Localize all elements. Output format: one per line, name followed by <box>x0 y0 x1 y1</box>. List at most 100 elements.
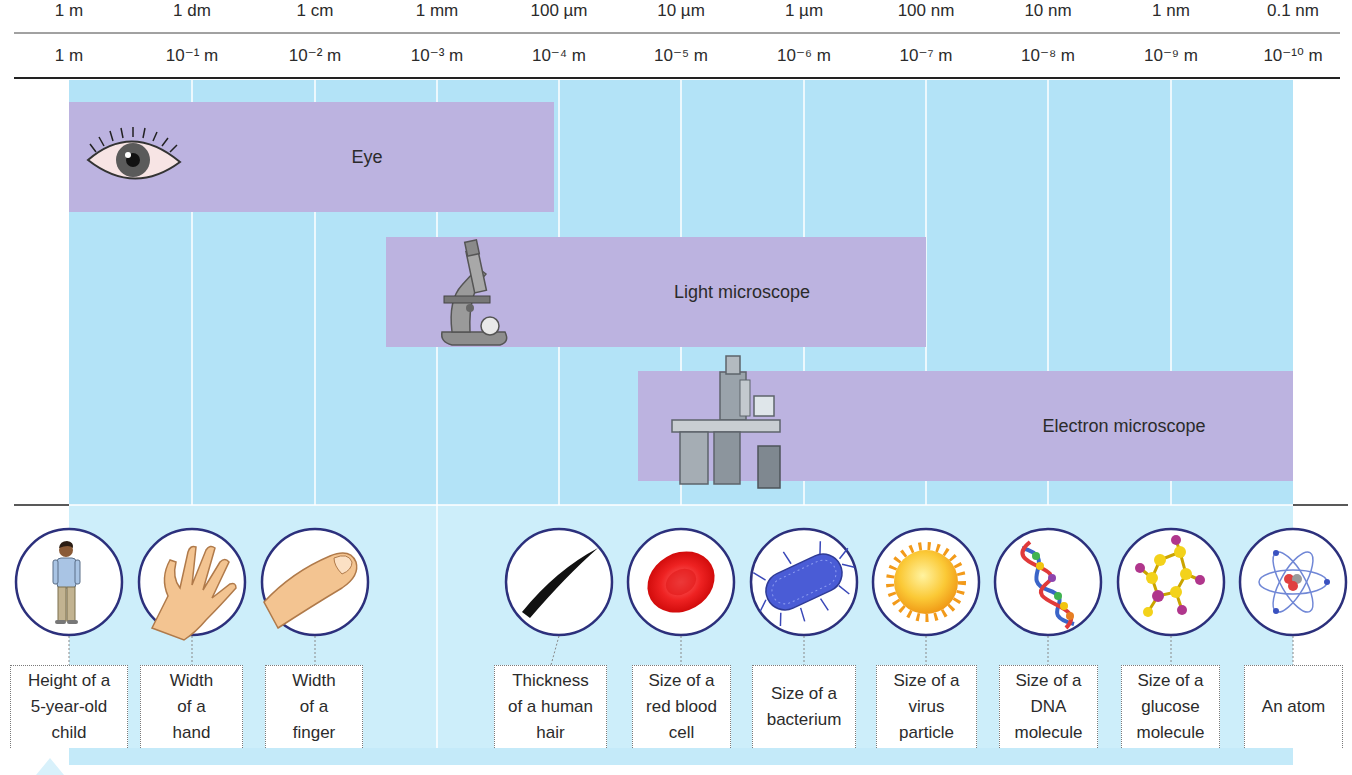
example-label: Width of a hand <box>162 668 221 746</box>
example-band <box>69 505 1293 765</box>
leader-line <box>1171 636 1172 665</box>
atom-nucleon <box>1288 581 1298 591</box>
scale-label: 10⁻⁵ m <box>611 45 751 67</box>
header-rule <box>14 77 1340 79</box>
example-label-box: Height of a 5-year-old child <box>10 665 128 748</box>
child-shoe <box>67 620 78 624</box>
example-label: Height of a 5-year-old child <box>19 668 120 746</box>
atom-nucleon <box>1284 574 1294 584</box>
bacterium-pili <box>742 527 868 637</box>
example-label-box: An atom <box>1244 665 1343 748</box>
scale-label: 10⁻⁴ m <box>489 45 629 67</box>
bacterium-texture <box>768 556 841 608</box>
glucose-icon <box>1135 535 1205 617</box>
rbc-body <box>636 539 726 624</box>
leader-lines <box>69 636 1293 665</box>
glucose-atom <box>1180 568 1192 580</box>
scale-label: 1 nm <box>1101 0 1241 22</box>
child-leg <box>58 587 66 621</box>
divider-line <box>14 504 69 506</box>
virus-body <box>894 550 958 614</box>
glucose-atom <box>1170 586 1182 598</box>
leader-line <box>551 636 559 665</box>
scale-label: 1 cm <box>245 0 385 22</box>
example-label-box: Size of a glucose molecule <box>1121 665 1220 748</box>
scale-label: 10⁻¹⁰ m <box>1223 45 1352 67</box>
glucose-atom <box>1135 563 1145 573</box>
child-shoe <box>55 620 66 624</box>
bacterium-body <box>760 548 849 616</box>
bacterium-icon <box>742 527 868 637</box>
scale-label: 10⁻¹ m <box>122 45 262 67</box>
scale-label: 1 m <box>0 45 139 67</box>
child-arm <box>53 560 58 584</box>
scale-label: 10 nm <box>978 0 1118 22</box>
atom-electron <box>1273 550 1279 556</box>
instrument-name: Electron microscope <box>1042 371 1205 481</box>
example-label: Width of a finger <box>285 668 344 746</box>
instrument-range-bar: Electron microscope <box>638 371 1293 481</box>
scale-label: 10⁻⁸ m <box>978 45 1118 67</box>
example-label: Size of a bacterium <box>762 681 847 733</box>
example-label: Thickness of a human hair <box>504 668 597 746</box>
glucose-atom <box>1146 572 1158 584</box>
finger-nail <box>334 556 352 574</box>
scale-label: 100 µm <box>489 0 629 22</box>
dna-strand <box>1022 548 1074 624</box>
instrument-range-bar: Eye <box>69 102 554 212</box>
example-label: Size of a DNA molecule <box>1006 668 1091 746</box>
dna-atom <box>1032 552 1040 560</box>
example-label-box: Size of a red blood cell <box>632 665 731 748</box>
child-hair <box>59 541 73 548</box>
leader-line <box>1048 636 1049 665</box>
instrument-name: Light microscope <box>674 237 810 347</box>
scale-label: 1 dm <box>122 0 262 22</box>
example-label-box: Size of a bacterium <box>752 665 856 748</box>
example-label-box: Size of a virus particle <box>876 665 977 748</box>
glucose-bonds <box>1140 540 1200 612</box>
scale-label: 10⁻⁶ m <box>734 45 874 67</box>
glucose-atom <box>1177 605 1187 615</box>
atom-electron <box>1273 608 1279 614</box>
example-circle <box>139 529 245 635</box>
example-label-box: Width of a finger <box>265 665 363 748</box>
example-circle <box>1118 529 1224 635</box>
scale-label: 10⁻² m <box>245 45 385 67</box>
example-label-box: Size of a DNA molecule <box>999 665 1098 748</box>
scale-label: 1 µm <box>734 0 874 22</box>
child-shirt <box>57 558 76 588</box>
red-blood-cell-icon <box>636 539 726 624</box>
dna-icon <box>1022 542 1074 628</box>
leader-line <box>681 636 682 665</box>
instrument-range-bar: Light microscope <box>386 237 926 347</box>
atom-icon <box>1259 547 1330 618</box>
scale-label: 10⁻⁹ m <box>1101 45 1241 67</box>
child-leg <box>67 587 75 621</box>
hair-icon <box>522 548 598 618</box>
scale-band <box>69 80 1293 505</box>
glucose-atom <box>1154 554 1166 566</box>
dna-strand <box>1022 542 1071 628</box>
example-label-box: Width of a hand <box>140 665 243 748</box>
instrument-name: Eye <box>351 102 382 212</box>
example-label: Size of a virus particle <box>884 668 969 746</box>
glucose-atom <box>1171 535 1181 545</box>
glucose-atom <box>1195 575 1205 585</box>
example-circle <box>262 529 368 635</box>
atom-orbit <box>1259 570 1327 594</box>
example-circles <box>16 529 1346 635</box>
leader-line <box>315 636 316 665</box>
grid-line <box>69 504 1293 506</box>
atom-electron <box>1324 579 1330 585</box>
leader-line <box>926 636 927 665</box>
hand-shape <box>152 546 236 640</box>
example-circle <box>873 529 979 635</box>
example-circle <box>995 529 1101 635</box>
glucose-atom <box>1174 546 1186 558</box>
divider-line <box>1293 504 1348 506</box>
leader-line <box>192 636 193 665</box>
virus-spikes <box>890 546 962 618</box>
scale-label: 100 nm <box>856 0 996 22</box>
scale-label: 10⁻³ m <box>367 45 507 67</box>
atom-orbit <box>1266 547 1321 618</box>
